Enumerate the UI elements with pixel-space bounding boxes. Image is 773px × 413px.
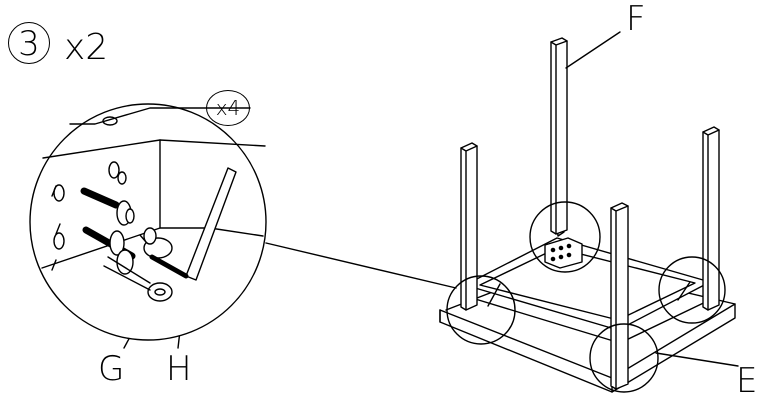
corner-highlight-circles	[446, 201, 726, 393]
part-label-h: H	[166, 349, 192, 389]
step-number-badge: 3	[8, 22, 50, 64]
part-label-e: E	[736, 361, 758, 401]
table-legs	[460, 37, 720, 390]
detail-callout	[29, 103, 267, 341]
step-quantity: x2	[64, 27, 109, 68]
allen-key-h	[149, 167, 237, 281]
bolt-g-upper	[80, 187, 135, 226]
callout-quantity-badge: x4	[206, 90, 250, 126]
part-label-f: F	[626, 0, 646, 39]
apron-frame	[464, 237, 717, 344]
part-label-g: G	[98, 349, 125, 389]
bolt-g-lower	[82, 226, 173, 302]
table-drawing	[439, 37, 736, 393]
